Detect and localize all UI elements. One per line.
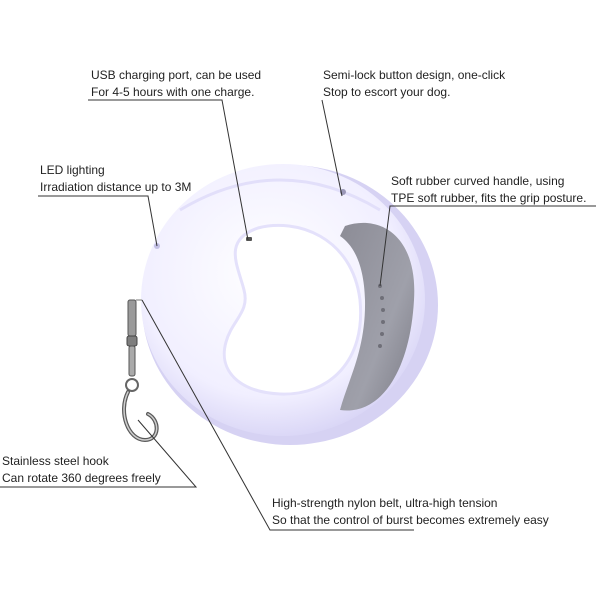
callout-belt-line1: High-strength nylon belt, ultra-high ten… (272, 496, 498, 510)
usb-leader (88, 99, 249, 241)
callout-semilock: Semi-lock button design, one-click Stop … (323, 67, 505, 101)
callout-belt: High-strength nylon belt, ultra-high ten… (272, 495, 549, 529)
semilock-leader (321, 99, 343, 197)
callout-semilock-line2: Stop to escort your dog. (323, 85, 451, 99)
callout-hook-line1: Stainless steel hook (2, 454, 109, 468)
callout-led-line1: LED lighting (40, 163, 105, 177)
callout-lines (0, 99, 596, 531)
led-leader (38, 195, 158, 247)
rubber-grip (340, 222, 415, 411)
handle-leader (379, 205, 596, 287)
callout-usb-line1: USB charging port, can be used (91, 68, 262, 82)
hook-leader (0, 419, 198, 488)
callout-handle: Soft rubber curved handle, using TPE sof… (391, 173, 586, 207)
callout-led-line2: Irradiation distance up to 3M (40, 180, 192, 194)
belt-leader (141, 299, 414, 531)
callout-usb-line2: For 4-5 hours with one charge. (91, 85, 255, 99)
callout-led: LED lighting Irradiation distance up to … (40, 162, 191, 196)
usb-port (246, 237, 252, 241)
callout-handle-line1: Soft rubber curved handle, using (391, 174, 565, 188)
callout-usb: USB charging port, can be used For 4-5 h… (91, 67, 261, 101)
leash-device (141, 164, 438, 445)
callout-hook-line2: Can rotate 360 degrees freely (2, 471, 161, 485)
callout-semilock-line1: Semi-lock button design, one-click (323, 68, 506, 82)
handle-opening (222, 223, 363, 396)
callout-handle-line2: TPE soft rubber, fits the grip posture. (391, 191, 587, 205)
callout-belt-line2: So that the control of burst becomes ext… (272, 513, 549, 527)
grip-ridges (378, 284, 385, 348)
callout-hook: Stainless steel hook Can rotate 360 degr… (2, 453, 161, 487)
steel-hook (122, 299, 159, 443)
